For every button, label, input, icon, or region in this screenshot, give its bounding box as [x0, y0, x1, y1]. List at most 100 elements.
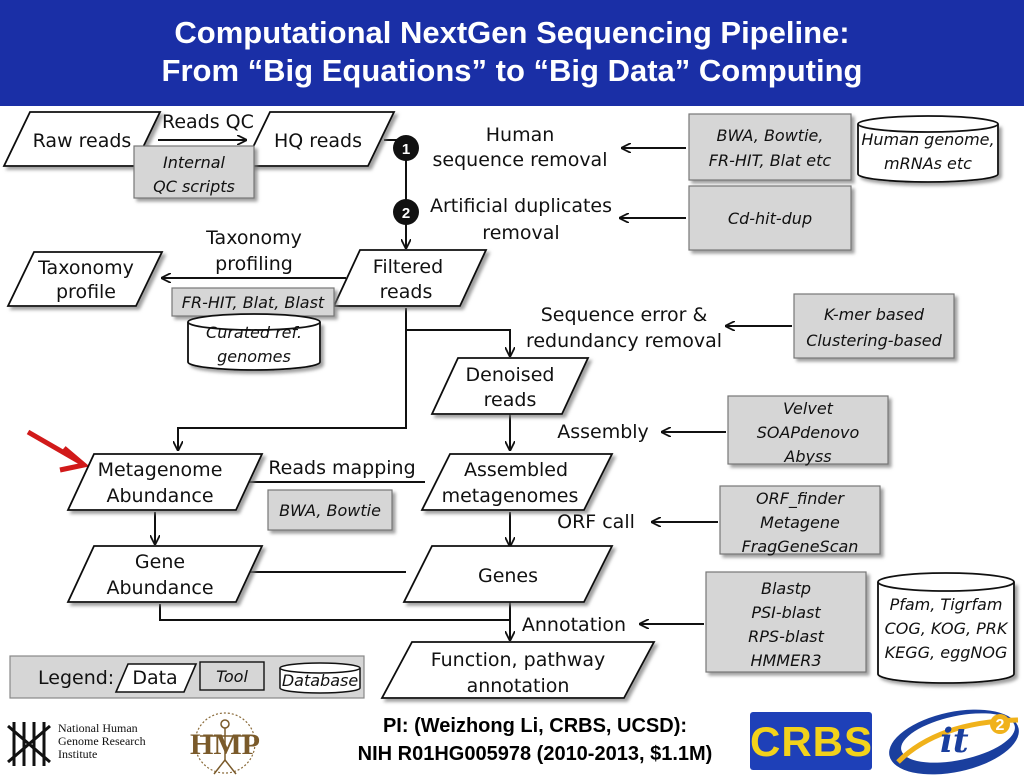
- human-genome-line-1: Human genome,: [861, 130, 994, 149]
- orf-finder-label: ORF_finder: [756, 489, 845, 509]
- data-node-hq-reads: HQ reads: [242, 111, 396, 167]
- legend-database: Database: [282, 671, 359, 690]
- it2-superscript: 2: [996, 717, 1005, 734]
- bwa-etc-line-2: FR-HIT, Blat etc: [709, 151, 832, 170]
- crbs-logo: CRBS: [750, 712, 872, 770]
- internal-qc-line-1: Internal: [163, 153, 226, 172]
- nhgri-line-1: National Human: [58, 721, 138, 735]
- crbs-label: CRBS: [750, 718, 874, 765]
- step-annotation: Annotation: [522, 614, 626, 636]
- legend-label: Legend:: [38, 667, 114, 689]
- highlight-arrow-head: [59, 446, 90, 473]
- function-line-2: annotation: [467, 675, 570, 697]
- denoised-reads-line-2: reads: [484, 389, 537, 411]
- tool-frhit-blat-blast: FR-HIT, Blat, Blast: [171, 287, 335, 317]
- kmer-line-1: K-mer based: [824, 305, 925, 324]
- bwa-bowtie-label: BWA, Bowtie: [279, 501, 381, 520]
- step-badge-2: 2: [393, 199, 419, 225]
- velvet-label: Velvet: [783, 399, 834, 418]
- frhit-blat-label: FR-HIT, Blat, Blast: [182, 293, 325, 312]
- pfam-line-2: COG, KOG, PRK: [885, 619, 1009, 638]
- metagenome-abundance-line-1: Metagenome: [98, 459, 223, 481]
- cd-hit-label: Cd-hit-dup: [728, 209, 812, 228]
- hq-reads-label: HQ reads: [274, 130, 362, 152]
- page-title: Computational NextGen Sequencing Pipelin…: [0, 0, 1024, 106]
- data-node-metagenome-abundance: Metagenome Abundance: [66, 453, 264, 511]
- nhgri-line-3: Institute: [58, 747, 98, 761]
- legend-data: Data: [132, 667, 177, 689]
- denoised-reads-line-1: Denoised: [466, 364, 555, 386]
- raw-reads-label: Raw reads: [33, 130, 132, 152]
- legend: Legend: Data Tool Database: [9, 655, 365, 699]
- step-orf-call: ORF call: [557, 511, 635, 533]
- data-node-function-annotation: Function, pathway annotation: [380, 641, 656, 699]
- metagene-label: Metagene: [760, 513, 840, 532]
- genes-label: Genes: [478, 565, 538, 587]
- tool-bwa-bowtie: BWA, Bowtie: [267, 489, 393, 531]
- step-dup-removal-line-1: Artificial duplicates: [430, 195, 612, 217]
- tool-orf-callers: ORF_finder Metagene FragGeneScan: [719, 485, 881, 556]
- step-reads-qc: Reads QC: [162, 111, 254, 133]
- hmp-logo: HMP: [190, 712, 260, 775]
- title-line-2: From “Big Equations” to “Big Data” Compu…: [161, 53, 863, 88]
- nhgri-text: National Human Genome Research Institute: [58, 722, 146, 761]
- nhgri-logo: [7, 722, 51, 766]
- gene-abundance-line-1: Gene: [135, 551, 185, 573]
- abyss-label: Abyss: [783, 447, 831, 466]
- badge-2-label: 2: [402, 205, 410, 222]
- step-human-removal-line-1: Human: [486, 124, 555, 146]
- assembled-line-2: metagenomes: [442, 485, 579, 507]
- step-reads-mapping: Reads mapping: [268, 457, 415, 479]
- filtered-reads-line-1: Filtered: [373, 256, 443, 278]
- pfam-line-1: Pfam, Tigrfam: [890, 595, 1003, 614]
- funding-text: PI: (Weizhong Li, CRBS, UCSD): NIH R01HG…: [300, 712, 770, 768]
- step-badge-1: 1: [393, 135, 419, 161]
- badge-1-label: 1: [402, 141, 410, 158]
- kmer-line-2: Clustering-based: [806, 331, 942, 350]
- pipeline-diagram: Raw reads HQ reads Taxonomy profile Filt…: [2, 111, 1015, 699]
- step-error-removal-line-1: Sequence error &: [541, 304, 708, 326]
- data-node-gene-abundance: Gene Abundance: [66, 545, 264, 603]
- curated-line-2: genomes: [217, 347, 291, 366]
- data-node-filtered-reads: Filtered reads: [332, 249, 488, 307]
- blastp-label: Blastp: [761, 579, 811, 598]
- step-human-removal-line-2: sequence removal: [433, 149, 608, 171]
- gene-abundance-line-2: Abundance: [106, 577, 213, 599]
- psi-blast-label: PSI-blast: [751, 603, 821, 622]
- assembled-line-1: Assembled: [464, 459, 568, 481]
- taxonomy-profile-line-1: Taxonomy: [37, 257, 134, 279]
- internal-qc-line-2: QC scripts: [153, 177, 235, 196]
- hmmer3-label: HMMER3: [750, 651, 821, 670]
- bwa-etc-line-1: BWA, Bowtie,: [717, 126, 824, 145]
- tool-internal-qc: Internal QC scripts: [133, 145, 255, 199]
- step-error-removal-line-2: redundancy removal: [526, 330, 722, 352]
- tool-cd-hit-dup: Cd-hit-dup: [688, 185, 852, 251]
- nhgri-line-2: Genome Research: [58, 734, 146, 748]
- nhgri-helix-icon: [7, 722, 51, 766]
- metagenome-abundance-line-2: Abundance: [106, 485, 213, 507]
- soapdenovo-label: SOAPdenovo: [757, 423, 860, 442]
- vitruvian-icon: [200, 719, 250, 775]
- connectors: [155, 140, 792, 640]
- tool-assemblers: Velvet SOAPdenovo Abyss: [727, 395, 889, 466]
- fraggenescan-label: FragGeneScan: [742, 537, 859, 556]
- step-taxonomy-profiling-line-1: Taxonomy: [205, 227, 302, 249]
- rps-blast-label: RPS-blast: [748, 627, 824, 646]
- data-node-denoised-reads: Denoised reads: [430, 357, 590, 415]
- data-node-taxonomy-profile: Taxonomy profile: [6, 251, 164, 307]
- data-node-genes: Genes: [402, 545, 614, 603]
- calit2-logo: it 2: [889, 709, 1019, 775]
- legend-tool: Tool: [216, 667, 248, 686]
- grant-line: NIH R01HG005978 (2010-2013, $1.1M): [357, 743, 713, 765]
- title-line-1: Computational NextGen Sequencing Pipelin…: [174, 15, 850, 50]
- pfam-line-3: KEGG, eggNOG: [885, 643, 1008, 662]
- it2-label: it: [940, 721, 969, 761]
- human-genome-line-2: mRNAs etc: [884, 154, 972, 173]
- function-line-1: Function, pathway: [431, 649, 606, 671]
- tool-bwa-bowtie-frhit: BWA, Bowtie, FR-HIT, Blat etc: [688, 113, 852, 181]
- filtered-reads-line-2: reads: [380, 281, 433, 303]
- tool-kmer-clustering: K-mer based Clustering-based: [793, 293, 955, 359]
- step-assembly: Assembly: [557, 421, 649, 443]
- tool-annotation-search: Blastp PSI-blast RPS-blast HMMER3: [705, 571, 867, 673]
- database-human-genome: Human genome, mRNAs etc: [857, 115, 999, 183]
